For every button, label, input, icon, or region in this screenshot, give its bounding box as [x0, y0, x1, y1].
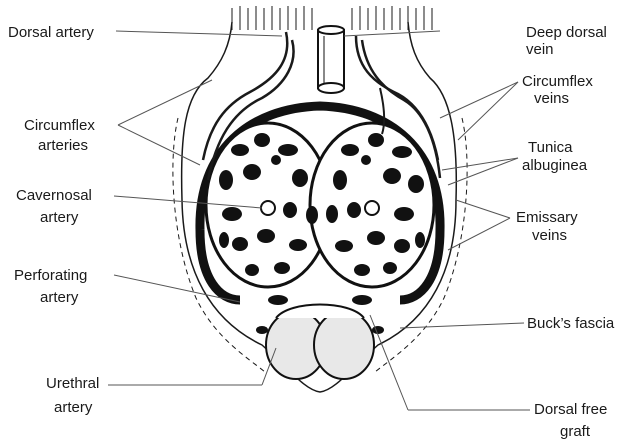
label-dorsal-free-graft-line2: graft [560, 423, 591, 440]
corpus-spongiosum [266, 305, 374, 380]
label-deep-dorsal-vein-line1: Deep dorsal [526, 24, 607, 41]
label-cavernosal-artery: Cavernosal artery [16, 187, 96, 226]
label-urethral-artery: Urethral artery [46, 375, 104, 416]
label-circumflex-veins: Circumflex veins [522, 73, 597, 107]
label-dorsal-artery: Dorsal artery [8, 24, 94, 41]
label-dorsal-free-graft: Dorsal free graft [534, 401, 612, 440]
label-emissary-veins-line1: Emissary [516, 209, 578, 226]
label-tunica-albuginea-line2: albuginea [522, 157, 588, 174]
label-emissary-veins: Emissary veins [516, 209, 582, 244]
label-deep-dorsal-vein-line2: vein [526, 41, 554, 58]
label-deep-dorsal-vein: Deep dorsal vein [526, 24, 611, 58]
label-perforating-artery-line1: Perforating [14, 267, 87, 284]
label-tunica-albuginea-line1: Tunica [528, 139, 573, 156]
label-cavernosal-artery-line2: artery [40, 209, 79, 226]
label-urethral-artery-line1: Urethral [46, 375, 99, 392]
label-circumflex-arteries-line2: arteries [38, 137, 88, 154]
label-perforating-artery: Perforating artery [14, 267, 92, 306]
label-cavernosal-artery-line1: Cavernosal [16, 187, 92, 204]
label-perforating-artery-line2: artery [40, 289, 79, 306]
label-emissary-veins-line2: veins [532, 227, 567, 244]
label-circumflex-veins-line1: Circumflex [522, 73, 593, 90]
label-dorsal-free-graft-line1: Dorsal free [534, 401, 607, 418]
label-urethral-artery-line2: artery [54, 399, 93, 416]
anatomy-drawing [173, 6, 467, 392]
label-circumflex-veins-line2: veins [534, 90, 569, 107]
label-circumflex-arteries: Circumflex arteries [24, 117, 99, 154]
label-circumflex-arteries-line1: Circumflex [24, 117, 95, 134]
label-bucks-fascia: Buck’s fascia [527, 315, 615, 332]
label-tunica-albuginea: Tunica albuginea [522, 139, 588, 174]
deep-dorsal-vein-vessel [318, 26, 344, 93]
